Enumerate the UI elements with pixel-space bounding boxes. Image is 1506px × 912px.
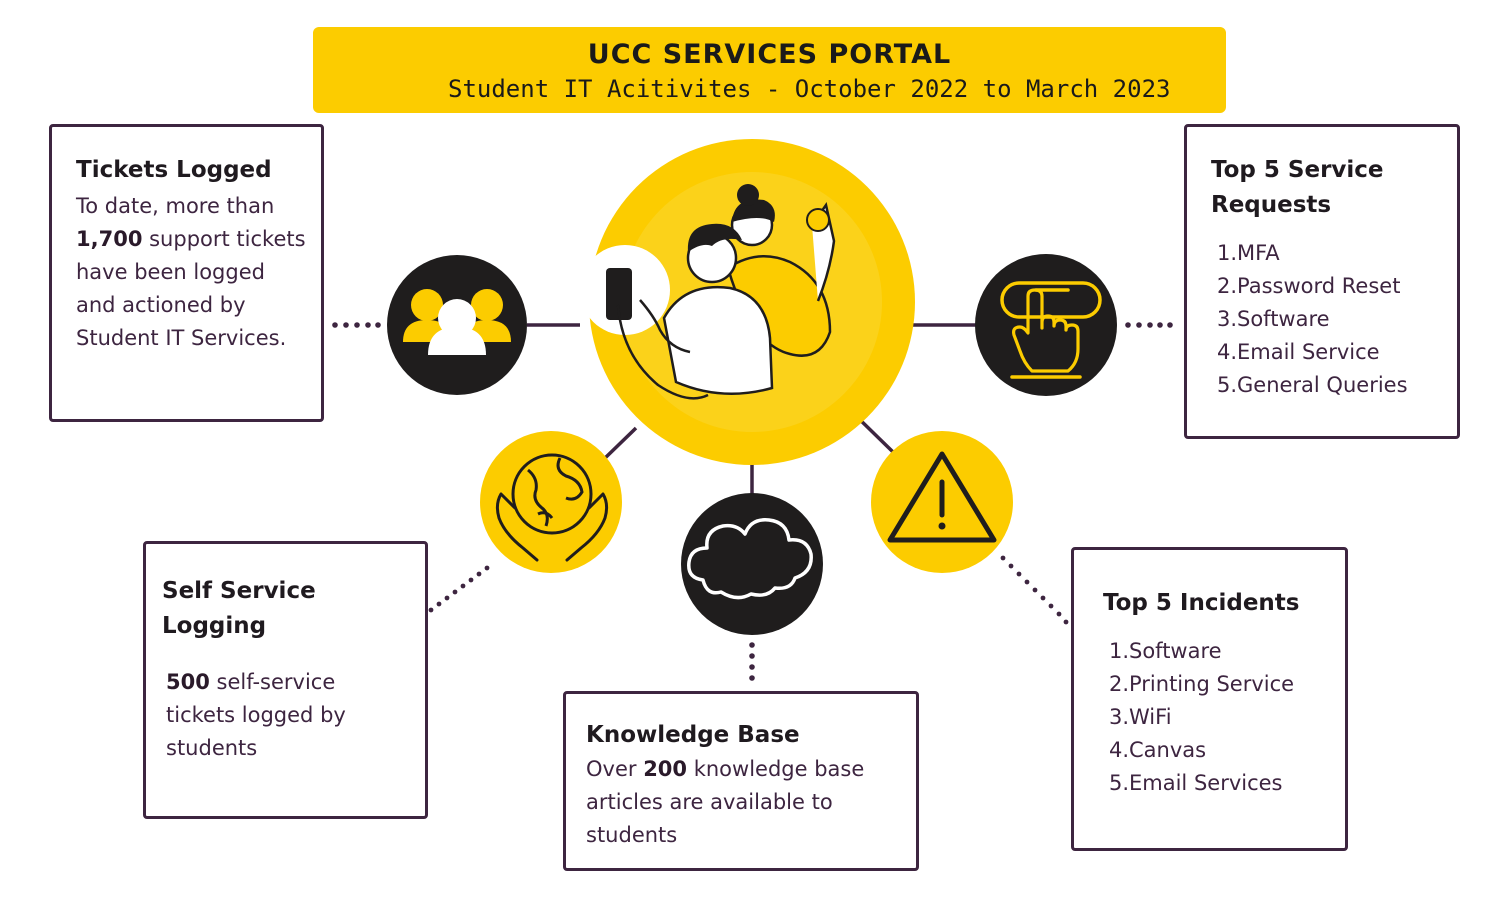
- tickets-count: 1,700: [76, 227, 143, 251]
- list-item: 1.Software: [1108, 639, 1222, 663]
- list-item: 3.WiFi: [1108, 705, 1172, 729]
- self-service-text: 500 self-service tickets logged by stude…: [166, 670, 346, 760]
- list-item: 5.Email Services: [1108, 771, 1283, 795]
- service-requests-card: Top 5 Service Requests 1.MFA 2.Password …: [1184, 124, 1460, 439]
- incidents-title: Top 5 Incidents: [1103, 590, 1300, 616]
- list-item: 4.Canvas: [1108, 738, 1207, 762]
- incidents-card: Top 5 Incidents 1.Software 2.Printing Se…: [1071, 547, 1348, 851]
- list-item: 4.Email Service: [1216, 340, 1380, 364]
- list-item: 2.Password Reset: [1216, 274, 1401, 298]
- self-service-card: Self Service Logging 500 self-service ti…: [143, 541, 428, 819]
- knowledge-count: 200: [643, 757, 688, 781]
- people-icon: [387, 255, 527, 395]
- list-item: 5.General Queries: [1216, 373, 1408, 397]
- list-item: 3.Software: [1216, 307, 1330, 331]
- list-item: 2.Printing Service: [1108, 672, 1295, 696]
- self-service-title: Self Service Logging: [162, 578, 316, 639]
- tickets-logged-text: To date, more than 1,700 support tickets…: [76, 194, 306, 350]
- tickets-logged-card: Tickets Logged To date, more than 1,700 …: [49, 124, 324, 422]
- service-requests-list: 1.MFA 2.Password Reset 3.Software 4.Emai…: [1211, 237, 1457, 402]
- warning-icon: [871, 431, 1013, 573]
- page-title: UCC SERVICES PORTAL: [587, 39, 952, 70]
- page-subtitle: Student IT Acitivites - October 2022 to …: [448, 75, 1171, 103]
- knowledge-base-text: Over 200 knowledge base articles are ava…: [586, 757, 865, 847]
- students-illustration: [580, 139, 915, 465]
- incidents-list: 1.Software 2.Printing Service 3.WiFi 4.C…: [1103, 635, 1345, 800]
- globe-hands-icon: [480, 431, 622, 573]
- self-service-count: 500: [166, 670, 210, 694]
- knowledge-base-card: Knowledge Base Over 200 knowledge base a…: [563, 691, 919, 871]
- header-banner: UCC SERVICES PORTAL Student IT Acitivite…: [313, 27, 1226, 113]
- touch-button-icon: [975, 254, 1117, 396]
- knowledge-base-title: Knowledge Base: [586, 722, 800, 748]
- tickets-logged-title: Tickets Logged: [76, 157, 272, 183]
- service-requests-title: Top 5 Service Requests: [1211, 157, 1384, 218]
- list-item: 1.MFA: [1216, 241, 1280, 265]
- cloud-icon: [681, 493, 823, 635]
